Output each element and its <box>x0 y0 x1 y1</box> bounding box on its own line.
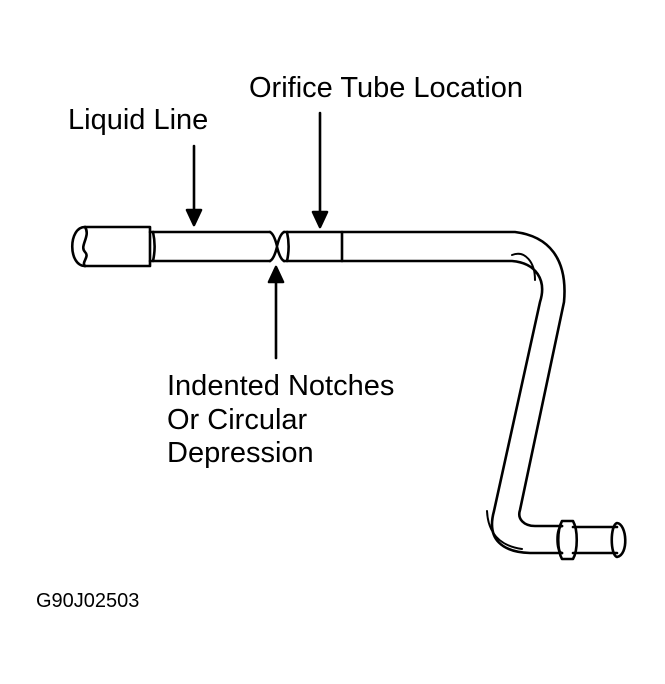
indented-notches-label-line-1: Indented Notches <box>167 370 395 402</box>
indented-notches-label-line-3: Depression <box>167 437 314 469</box>
liquid-line-tube <box>148 230 272 263</box>
orifice-tube-band <box>282 230 344 263</box>
bent-tube <box>340 230 566 555</box>
indented-notches-label: Indented Notches Or Circular Depression <box>167 370 394 471</box>
indented-notches-label-line-2: Or Circular <box>167 403 308 436</box>
cut-pipe-end <box>71 225 152 268</box>
orifice-tube-arrow <box>311 111 329 229</box>
liquid-line-arrow <box>185 144 203 227</box>
orifice-tube-location-label: Orifice Tube Location <box>249 72 524 104</box>
indented-notches <box>268 230 286 263</box>
end-fitting <box>556 519 627 561</box>
liquid-line-label: Liquid Line <box>68 104 209 136</box>
figure-id: G90J02503 <box>36 590 140 612</box>
notches-arrow <box>267 265 285 360</box>
